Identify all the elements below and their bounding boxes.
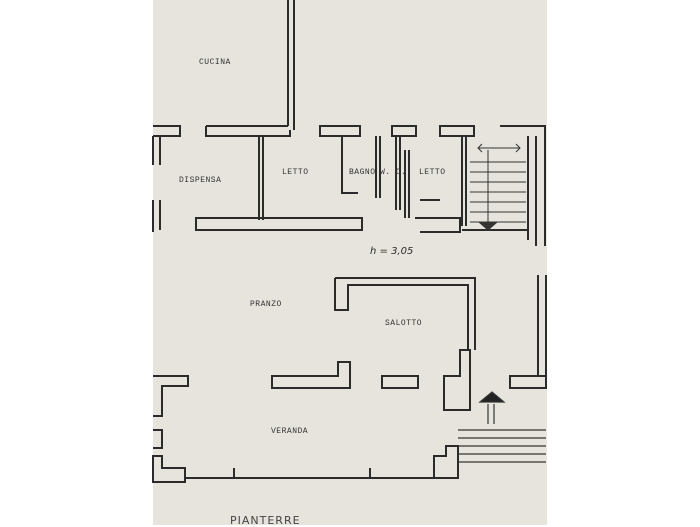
wall xyxy=(404,150,410,218)
wall xyxy=(443,349,471,411)
wall xyxy=(258,136,264,220)
room-label-salotto: SALOTTO xyxy=(385,319,423,328)
room-label-dispensa: DISPENSA xyxy=(179,176,222,185)
wall xyxy=(195,217,363,231)
wall xyxy=(152,455,186,483)
wall xyxy=(334,277,476,350)
wall xyxy=(381,375,419,389)
wall xyxy=(271,361,351,389)
wall xyxy=(153,125,181,137)
wall xyxy=(391,125,417,137)
wall xyxy=(152,200,161,232)
ceiling-height-label: h = 3,05 xyxy=(370,246,414,257)
room-label-cucina: CUCINA xyxy=(199,58,231,67)
room-label-letto-2: LETTO xyxy=(419,168,446,177)
wall xyxy=(439,125,475,137)
wall xyxy=(527,136,546,246)
room-label-letto-1: LETTO xyxy=(282,168,309,177)
floor-title: PIANTERRE xyxy=(230,514,301,527)
room-label-pranzo: PRANZO xyxy=(250,300,282,309)
wall xyxy=(341,136,358,194)
wall xyxy=(395,136,401,210)
wall xyxy=(205,125,291,137)
wall xyxy=(319,125,361,137)
wall xyxy=(509,375,547,389)
wall xyxy=(152,136,161,165)
room-label-wc: W. C. xyxy=(380,168,407,177)
room-label-veranda: VERANDA xyxy=(271,427,309,436)
room-label-bagno: BAGNO xyxy=(349,168,376,177)
wall xyxy=(500,125,546,136)
wall xyxy=(433,445,459,479)
wall xyxy=(233,468,371,478)
wall xyxy=(287,0,295,130)
wall xyxy=(415,199,461,233)
wall xyxy=(461,136,467,226)
wall xyxy=(153,375,189,417)
wall xyxy=(537,275,547,382)
wall xyxy=(375,136,381,198)
wall xyxy=(153,429,163,449)
